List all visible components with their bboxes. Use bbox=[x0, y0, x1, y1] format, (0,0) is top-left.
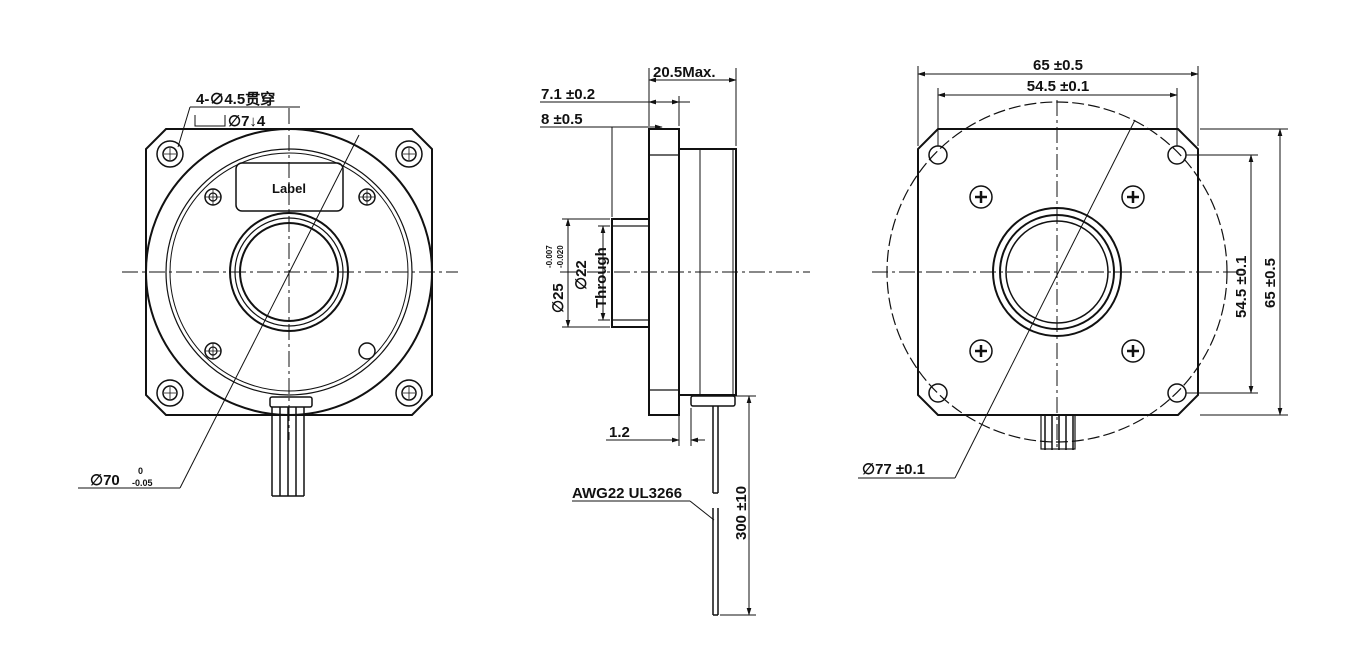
front-dia-tol-lower: -0.05 bbox=[132, 478, 153, 488]
side-wire-spec: AWG22 UL3266 bbox=[572, 485, 682, 502]
rear-width-overall: 65 ±0.5 bbox=[1033, 57, 1083, 74]
side-dim-flange-b: 8 ±0.5 bbox=[541, 111, 583, 128]
hole-callout: 4-∅4.5贯穿 bbox=[196, 90, 275, 108]
front-dia-callout: ∅70 bbox=[90, 472, 120, 489]
side-wire-exit bbox=[690, 395, 736, 407]
front-corner-holes bbox=[156, 140, 423, 407]
side-dim-small: 1.2 bbox=[609, 424, 630, 441]
side-dim-flange-a: 7.1 ±0.2 bbox=[541, 86, 595, 103]
rear-width-holes: 54.5 ±0.1 bbox=[1027, 78, 1089, 95]
label-text: Label bbox=[272, 181, 306, 196]
front-small-holes bbox=[204, 188, 376, 360]
side-shaft-outer-dia: ∅25 bbox=[550, 283, 567, 313]
counterbore-symbol bbox=[194, 115, 226, 127]
side-bore-dia: ∅22 bbox=[573, 260, 590, 290]
side-view: 20.5Max. 7.1 ±0.2 8 ±0.5 ∅25 -0.007 -0.0… bbox=[540, 64, 810, 616]
rear-screws bbox=[969, 185, 1145, 363]
front-flange-outline bbox=[145, 128, 433, 416]
rear-wires bbox=[1040, 414, 1076, 450]
front-dia-tol-upper: 0 bbox=[138, 466, 143, 476]
side-bore-note: Through bbox=[593, 247, 610, 308]
rear-dia-leader bbox=[954, 119, 1136, 479]
side-lead-length: 300 ±10 bbox=[733, 486, 750, 540]
rear-view: 65 ±0.5 54.5 ±0.1 54.5 ±0.1 65 ±0.5 ∅77 … bbox=[858, 57, 1288, 479]
rear-height-holes: 54.5 ±0.1 bbox=[1233, 256, 1250, 318]
rear-plate-outline bbox=[917, 128, 1199, 416]
side-wire-top bbox=[712, 406, 719, 494]
front-dia-leader bbox=[179, 134, 360, 489]
front-wires bbox=[269, 396, 313, 497]
counterbore-callout: ∅7↓4 bbox=[228, 113, 266, 130]
side-wire-bottom bbox=[712, 508, 719, 616]
hole-callout-leader bbox=[177, 106, 191, 148]
front-view: Label ∅70 0 -0.05 4-∅4.5贯穿 ∅7↓4 bbox=[78, 90, 458, 497]
side-hub bbox=[611, 218, 650, 328]
side-shaft-outer-tol-upper: -0.007 bbox=[545, 245, 554, 268]
side-shaft-outer-tol-lower: -0.020 bbox=[556, 245, 565, 268]
side-overall-length: 20.5Max. bbox=[653, 64, 716, 81]
rear-height-overall: 65 ±0.5 bbox=[1262, 258, 1279, 308]
rear-pilot-dia: ∅77 ±0.1 bbox=[862, 461, 925, 478]
